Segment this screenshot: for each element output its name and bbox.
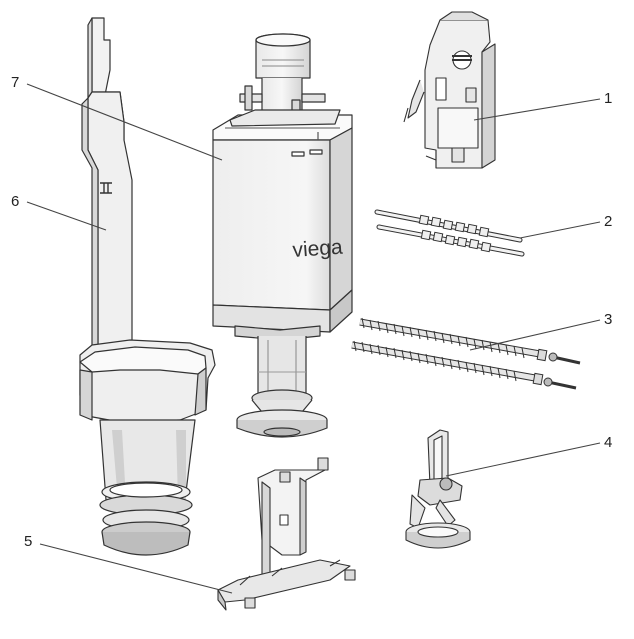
part-4-lever-clip [405, 429, 471, 549]
leader-line-4 [445, 442, 601, 477]
leader-line-1 [473, 98, 601, 121]
callout-7: 7 [11, 74, 20, 91]
part-2-threaded-rods [374, 209, 525, 257]
leader-line-2 [519, 221, 601, 239]
part-1-mounting-bracket [403, 11, 496, 169]
callout-3: 3 [604, 311, 613, 328]
part-5-base-frame [217, 457, 356, 611]
callout-1: 1 [604, 90, 613, 107]
callout-4: 4 [604, 434, 613, 451]
callout-5: 5 [24, 533, 33, 550]
leader-line-6 [26, 201, 107, 231]
part-3-long-rods-screws [351, 317, 581, 390]
leader-line-5 [39, 543, 233, 594]
part-7-flush-valve [212, 33, 353, 438]
part-6-overflow-pipe [79, 17, 216, 556]
brand-logo: viega [292, 236, 344, 262]
callout-2: 2 [604, 213, 613, 230]
leader-line-3 [469, 319, 601, 351]
callout-6: 6 [11, 193, 20, 210]
leader-line-7 [26, 83, 223, 161]
leader-lines [26, 83, 601, 594]
